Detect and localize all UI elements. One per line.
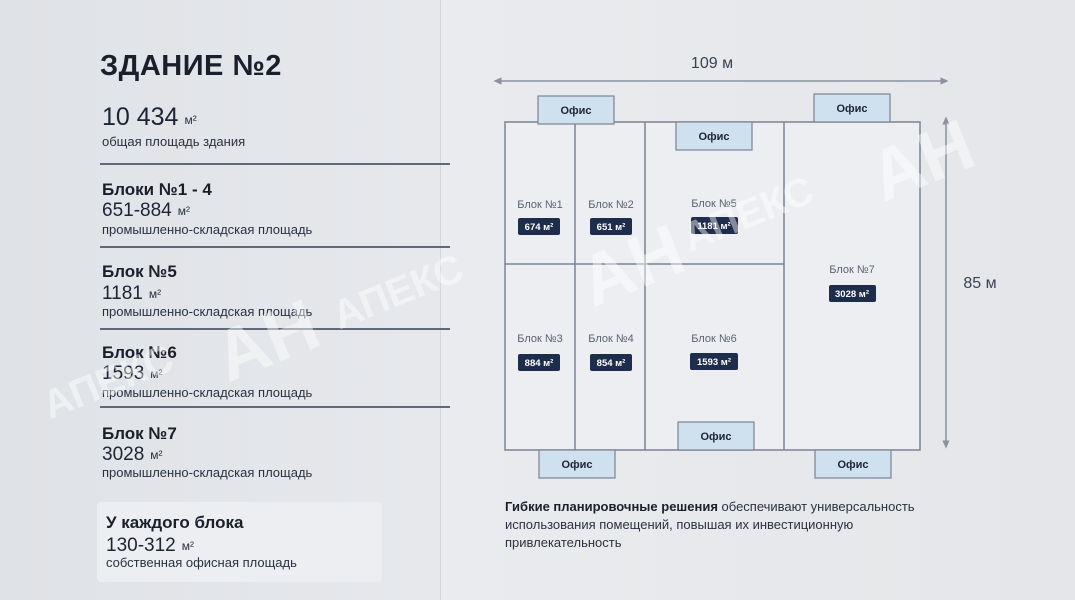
section-title-block-7: Блок №7	[102, 424, 177, 443]
office-summary-card	[97, 502, 382, 582]
svg-text:Офис: Офис	[561, 459, 592, 471]
section-title-block-5: Блок №5	[102, 262, 177, 281]
block-1-area-badge: 674 м²	[518, 218, 560, 235]
office-bottom-right: Офис	[814, 449, 892, 479]
svg-text:884 м²: 884 м²	[525, 358, 554, 369]
divider	[100, 406, 450, 408]
block-7-area-badge: 3028 м²	[829, 285, 876, 302]
svg-text:Офис: Офис	[836, 103, 867, 115]
interior-walls	[505, 122, 785, 450]
block-3-name: Блок №3	[517, 333, 563, 345]
section-title-blocks-1-4: Блоки №1 - 4	[102, 180, 212, 199]
block-2-area-badge: 651 м²	[590, 218, 632, 235]
office-top-right: Офис	[813, 93, 891, 123]
divider	[100, 246, 450, 248]
section-desc-block-6: промышленно-складская площадь	[102, 385, 313, 400]
block-4-name: Блок №4	[588, 333, 634, 345]
building-title: ЗДАНИЕ №2	[100, 50, 282, 82]
svg-text:Офис: Офис	[560, 105, 591, 117]
svg-text:1181 м²: 1181 м²	[697, 221, 730, 232]
office-summary-desc: собственная офисная площадь	[106, 555, 297, 570]
svg-text:Офис: Офис	[700, 431, 731, 443]
svg-text:674 м²: 674 м²	[525, 222, 554, 233]
block-5-area-badge: 1181 м²	[691, 217, 738, 234]
block-4-area-badge: 854 м²	[590, 354, 632, 371]
block-6-area-badge: 1593 м²	[690, 353, 738, 370]
section-desc-block-7: промышленно-складская площадь	[102, 465, 313, 480]
block-7-name: Блок №7	[829, 264, 875, 276]
svg-text:3028 м²: 3028 м²	[835, 289, 869, 300]
section-desc-block-5: промышленно-складская площадь	[102, 304, 313, 319]
svg-text:854 м²: 854 м²	[597, 358, 626, 369]
block-1-name: Блок №1	[517, 199, 563, 211]
svg-text:Офис: Офис	[698, 131, 729, 143]
svg-text:1593 м²: 1593 м²	[697, 357, 731, 368]
divider	[100, 328, 450, 330]
block-5-name: Блок №5	[691, 198, 737, 210]
plan-caption: Гибкие планировочные решения обеспечиваю…	[505, 498, 925, 552]
svg-text:651 м²: 651 м²	[597, 222, 626, 233]
divider	[100, 163, 450, 165]
total-area-desc: общая площадь здания	[102, 134, 246, 149]
block-labels: Блок №1 Блок №2 Блок №5 Блок №7 Блок №3 …	[517, 198, 875, 345]
svg-text:Офис: Офис	[837, 459, 868, 471]
block-3-area-badge: 884 м²	[518, 354, 560, 371]
office-summary-title: У каждого блока	[106, 513, 244, 532]
office-top-left: Офис	[537, 95, 615, 125]
section-title-block-6: Блок №6	[102, 343, 177, 362]
section-desc-blocks-1-4: промышленно-складская площадь	[102, 222, 313, 237]
office-top-middle: Офис	[675, 121, 753, 151]
block-2-name: Блок №2	[588, 199, 634, 211]
caption-bold: Гибкие планировочные решения	[505, 499, 718, 514]
office-bottom-left: Офис	[538, 449, 616, 479]
width-label: 109 м	[691, 55, 733, 72]
info-panel	[0, 0, 440, 600]
height-label: 85 м	[963, 275, 996, 292]
office-bottom-middle: Офис	[677, 421, 755, 451]
block-6-name: Блок №6	[691, 333, 737, 345]
caption-text: обеспечивают универсальность использован…	[505, 499, 915, 550]
